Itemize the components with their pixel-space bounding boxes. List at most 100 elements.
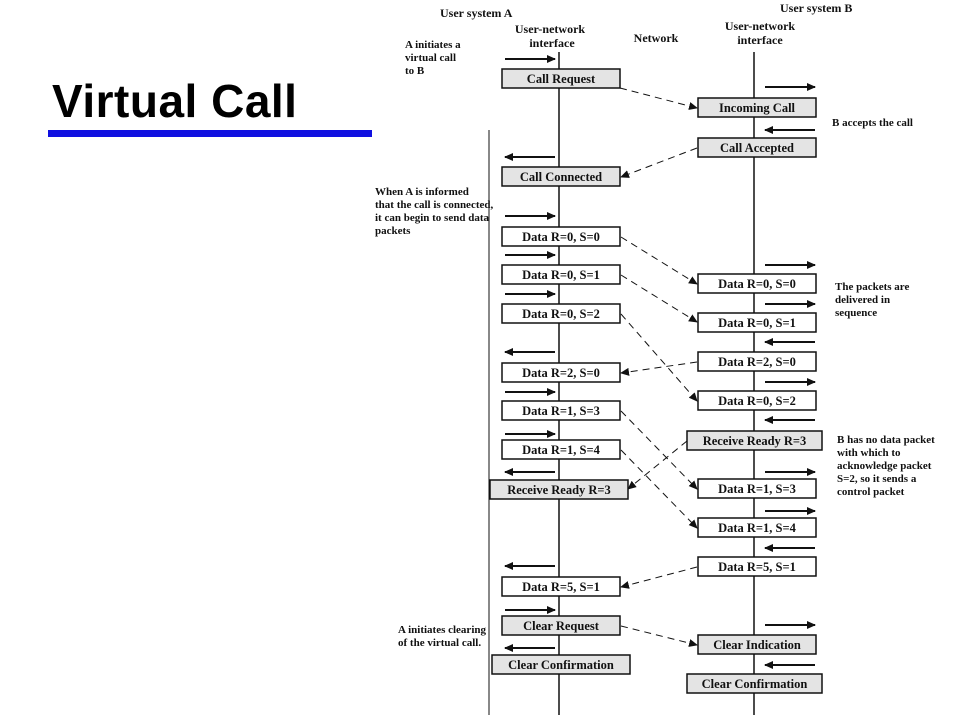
b-side-packet-box: Clear Indication: [697, 634, 817, 655]
a-side-packet-box: Data R=0, S=0: [501, 226, 621, 247]
svg-text:A initiates clearing: A initiates clearing: [398, 624, 486, 636]
a-side-packet-box-frame: [501, 166, 621, 187]
b-side-packet-box: Data R=0, S=2: [697, 390, 817, 411]
a-side-packet-box: Call Request: [501, 68, 621, 89]
b-side-packet-label: Data R=1, S=3: [718, 482, 796, 496]
b-side-packet-box: Data R=2, S=0: [697, 351, 817, 372]
a-side-packet-label: Receive Ready R=3: [507, 483, 611, 497]
svg-text:of the virtual call.: of the virtual call.: [398, 637, 481, 649]
b-side-packet-label: Data R=2, S=0: [718, 355, 796, 369]
b-side-packet-box: Incoming Call: [697, 97, 817, 118]
a-side-packet-label: Call Request: [527, 72, 596, 86]
b-side-packet-box-frame: [697, 390, 817, 411]
b-side-packet-label: Receive Ready R=3: [703, 434, 807, 448]
a-side-packet-box: Data R=1, S=4: [501, 439, 621, 460]
a-side-packet-box-frame: [501, 576, 621, 597]
header-uni-a-line1: User-network: [515, 22, 586, 36]
a-side-packet-box: Data R=1, S=3: [501, 400, 621, 421]
header-user-system-b: User system B: [780, 1, 852, 15]
b-side-packet-box-frame: [697, 634, 817, 655]
svg-text:The packets are: The packets are: [835, 281, 909, 293]
a-side-packet-box: Clear Request: [501, 615, 621, 636]
b-side-packet-box: Data R=0, S=1: [697, 312, 817, 333]
a-side-packet-label: Clear Request: [523, 619, 600, 633]
a-side-packet-box-frame: [501, 226, 621, 247]
a-side-packet-box-frame: [501, 615, 621, 636]
b-side-packet-box-frame: [697, 312, 817, 333]
b-side-packet-box: Data R=0, S=0: [697, 273, 817, 294]
b-side-packet-label: Clear Indication: [713, 638, 801, 652]
b-side-packet-label: Incoming Call: [719, 101, 796, 115]
note-a-initiates: A initiates a virtual call to B: [405, 39, 461, 77]
a-side-packet-box-frame: [489, 479, 629, 500]
svg-text:that the call is connected,: that the call is connected,: [375, 199, 493, 211]
svg-text:S=2, so it sends a: S=2, so it sends a: [837, 473, 917, 485]
svg-text:When A is informed: When A is informed: [375, 186, 469, 198]
svg-text:acknowledge packet: acknowledge packet: [837, 460, 932, 472]
a-side-packet-label: Data R=0, S=0: [522, 230, 600, 244]
a-side-packet-label: Data R=1, S=3: [522, 404, 600, 418]
b-side-packet-label: Data R=5, S=1: [718, 560, 796, 574]
a-side-packet-label: Data R=2, S=0: [522, 366, 600, 380]
interface-arrows: [504, 55, 816, 669]
a-side-packet-label: Call Connected: [520, 170, 602, 184]
a-side-packet-box-frame: [501, 439, 621, 460]
svg-text:sequence: sequence: [835, 307, 877, 319]
note-when-a-informed: When A is informed that the call is conn…: [375, 186, 493, 237]
svg-text:B accepts the call: B accepts the call: [832, 117, 913, 129]
title-underline: [48, 130, 372, 137]
svg-text:virtual call: virtual call: [405, 52, 456, 64]
a-side-packet-label: Data R=0, S=2: [522, 307, 600, 321]
a-side-packet-box-frame: [501, 303, 621, 324]
header-uni-b-line1: User-network: [725, 19, 796, 33]
a-side-packet-box: Data R=0, S=2: [501, 303, 621, 324]
svg-text:it can begin to send data: it can begin to send data: [375, 212, 489, 224]
b-side-packet-box-frame: [686, 673, 823, 694]
b-side-packet-label: Data R=1, S=4: [718, 521, 797, 535]
a-side-packet-box-frame: [501, 400, 621, 421]
b-side-packet-box: Clear Confirmation: [686, 673, 823, 694]
svg-text:packets: packets: [375, 225, 411, 237]
a-side-packet-box-frame: [501, 264, 621, 285]
b-side-packet-label: Call Accepted: [720, 141, 794, 155]
b-side-packet-box: Data R=1, S=3: [697, 478, 817, 499]
b-side-packet-box-frame: [697, 273, 817, 294]
b-side-packet-box: Data R=1, S=4: [697, 517, 817, 538]
a-side-packet-box: Data R=5, S=1: [501, 576, 621, 597]
header-uni-a-line2: interface: [529, 36, 575, 50]
a-side-packet-label: Data R=0, S=1: [522, 268, 600, 282]
svg-text:A initiates a: A initiates a: [405, 39, 461, 51]
note-in-sequence: The packets are delivered in sequence: [835, 281, 909, 319]
b-side-packet-box-frame: [697, 556, 817, 577]
b-side-packet-label: Data R=0, S=1: [718, 316, 796, 330]
a-side-packet-label: Data R=5, S=1: [522, 580, 600, 594]
b-side-packet-box-frame: [686, 430, 823, 451]
svg-text:with which to: with which to: [837, 447, 901, 459]
a-side-packet-box-frame: [501, 68, 621, 89]
b-side-packet-label: Data R=0, S=0: [718, 277, 796, 291]
a-side-packet-box-frame: [501, 362, 621, 383]
a-side-packet-label: Clear Confirmation: [508, 658, 614, 672]
b-side-packet-box-frame: [697, 351, 817, 372]
header-uni-b-line2: interface: [737, 33, 783, 47]
transmissions: [619, 87, 698, 647]
note-b-no-data: B has no data packet with which to ackno…: [837, 434, 935, 498]
note-a-clearing: A initiates clearing of the virtual call…: [398, 624, 486, 649]
slide-title: Virtual Call: [52, 75, 298, 127]
svg-text:delivered in: delivered in: [835, 294, 890, 306]
svg-text:control packet: control packet: [837, 486, 905, 498]
b-side-packet-label: Data R=0, S=2: [718, 394, 796, 408]
b-side-packet-label: Clear Confirmation: [702, 677, 808, 691]
b-side-packet-box-frame: [697, 478, 817, 499]
a-side-packet-box: Receive Ready R=3: [489, 479, 629, 500]
header-user-system-a: User system A: [440, 6, 513, 20]
header-network: Network: [634, 31, 679, 45]
a-side-packet-label: Data R=1, S=4: [522, 443, 601, 457]
a-side-packet-box: Clear Confirmation: [491, 654, 631, 675]
a-side-packet-box: Call Connected: [501, 166, 621, 187]
a-side-packet-box-frame: [491, 654, 631, 675]
b-side-packet-box-frame: [697, 517, 817, 538]
